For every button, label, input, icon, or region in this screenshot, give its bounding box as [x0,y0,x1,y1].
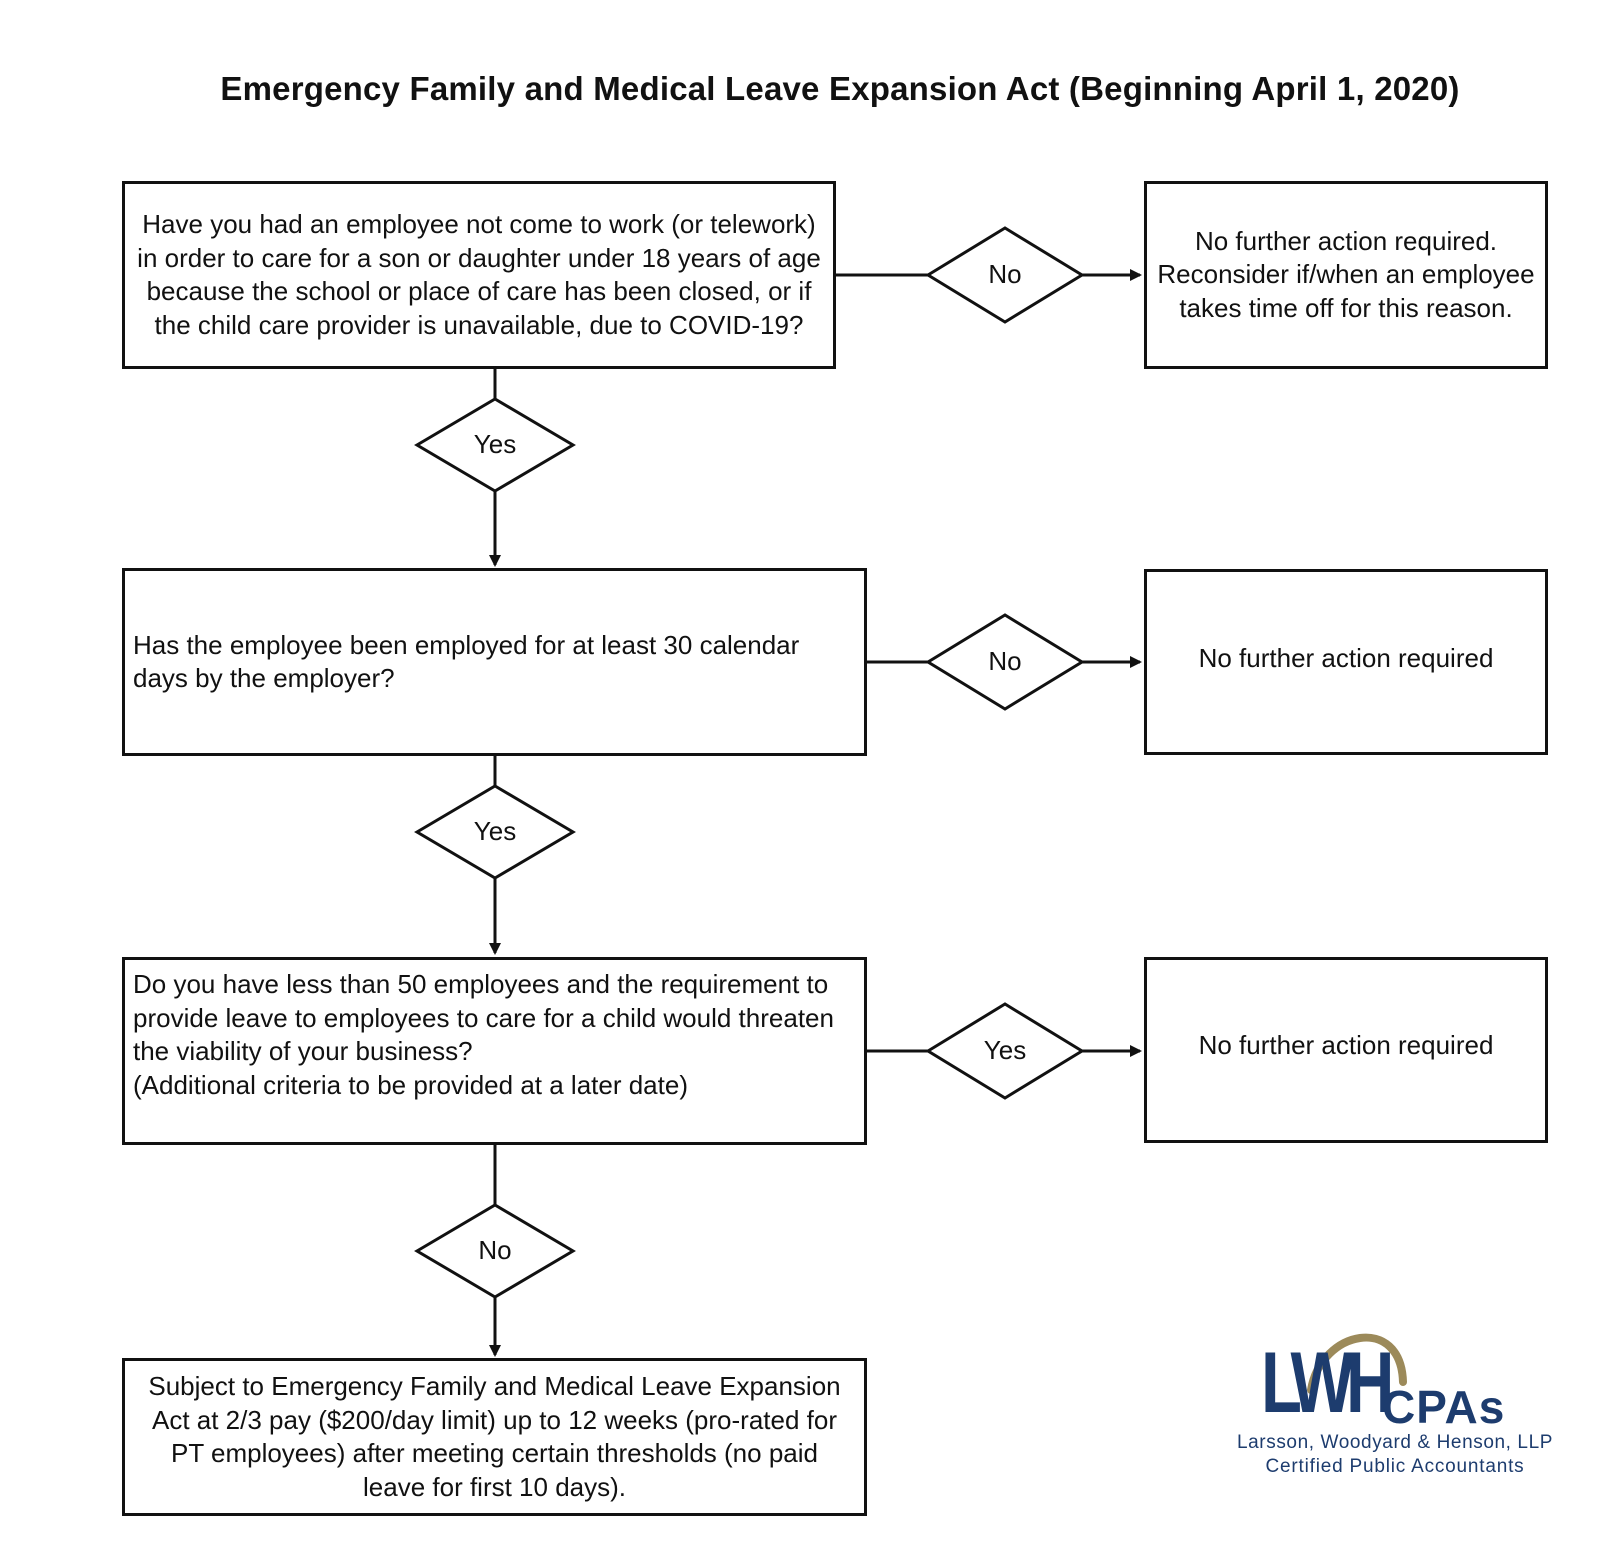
decision-label-q2-side: No [988,646,1022,676]
outcome-text-3: No further action required [1198,1030,1494,1061]
logo-mark: LWH [1261,1335,1394,1431]
decision-label-q3-down: No [478,1235,512,1265]
question-text-3-note: (Additional criteria to be provided at a… [133,1069,688,1100]
logo-firm-name: Larsson, Woodyard & Henson, LLP [1236,1432,1554,1453]
outcome-box-2: No further action required [1144,569,1548,755]
company-logo: LWH CPAs Larsson, Woodyard & Henson, LLP… [1225,1320,1565,1520]
question-text-1: Have you had an employee not come to wor… [137,209,821,340]
final-outcome-text: Subject to Emergency Family and Medical … [148,1371,841,1502]
page-title: Emergency Family and Medical Leave Expan… [220,70,1460,107]
logo-arc-icon [1307,1333,1407,1394]
decision-diamond-q3-down [414,1203,576,1299]
outcome-box-1: No further action required. Reconsider i… [1144,181,1548,369]
question-box-1: Have you had an employee not come to wor… [122,181,836,369]
decision-label-q2-down: Yes [473,816,517,846]
decision-label-q1-side: No [988,259,1022,289]
question-text-3-main: Do you have less than 50 employees and t… [133,969,834,1066]
logo-tagline: Certified Public Accountants [1265,1456,1525,1477]
decision-label-q3-side: Yes [983,1035,1027,1065]
decision-label-q1-down: Yes [473,429,517,459]
outcome-box-3: No further action required [1144,957,1548,1143]
question-box-2: Has the employee been employed for at le… [122,568,867,756]
final-outcome-box: Subject to Emergency Family and Medical … [122,1358,867,1516]
decision-diamond-q2-down [414,784,576,880]
decision-diamond-q1-down [414,397,576,493]
question-box-3: Do you have less than 50 employees and t… [122,957,867,1145]
outcome-text-1: No further action required. Reconsider i… [1157,225,1535,323]
question-text-3: Do you have less than 50 employees and t… [127,968,850,1102]
question-text-2: Has the employee been employed for at le… [133,629,800,694]
logo-suffix: CPAs [1382,1381,1506,1433]
outcome-text-2: No further action required [1198,643,1494,674]
